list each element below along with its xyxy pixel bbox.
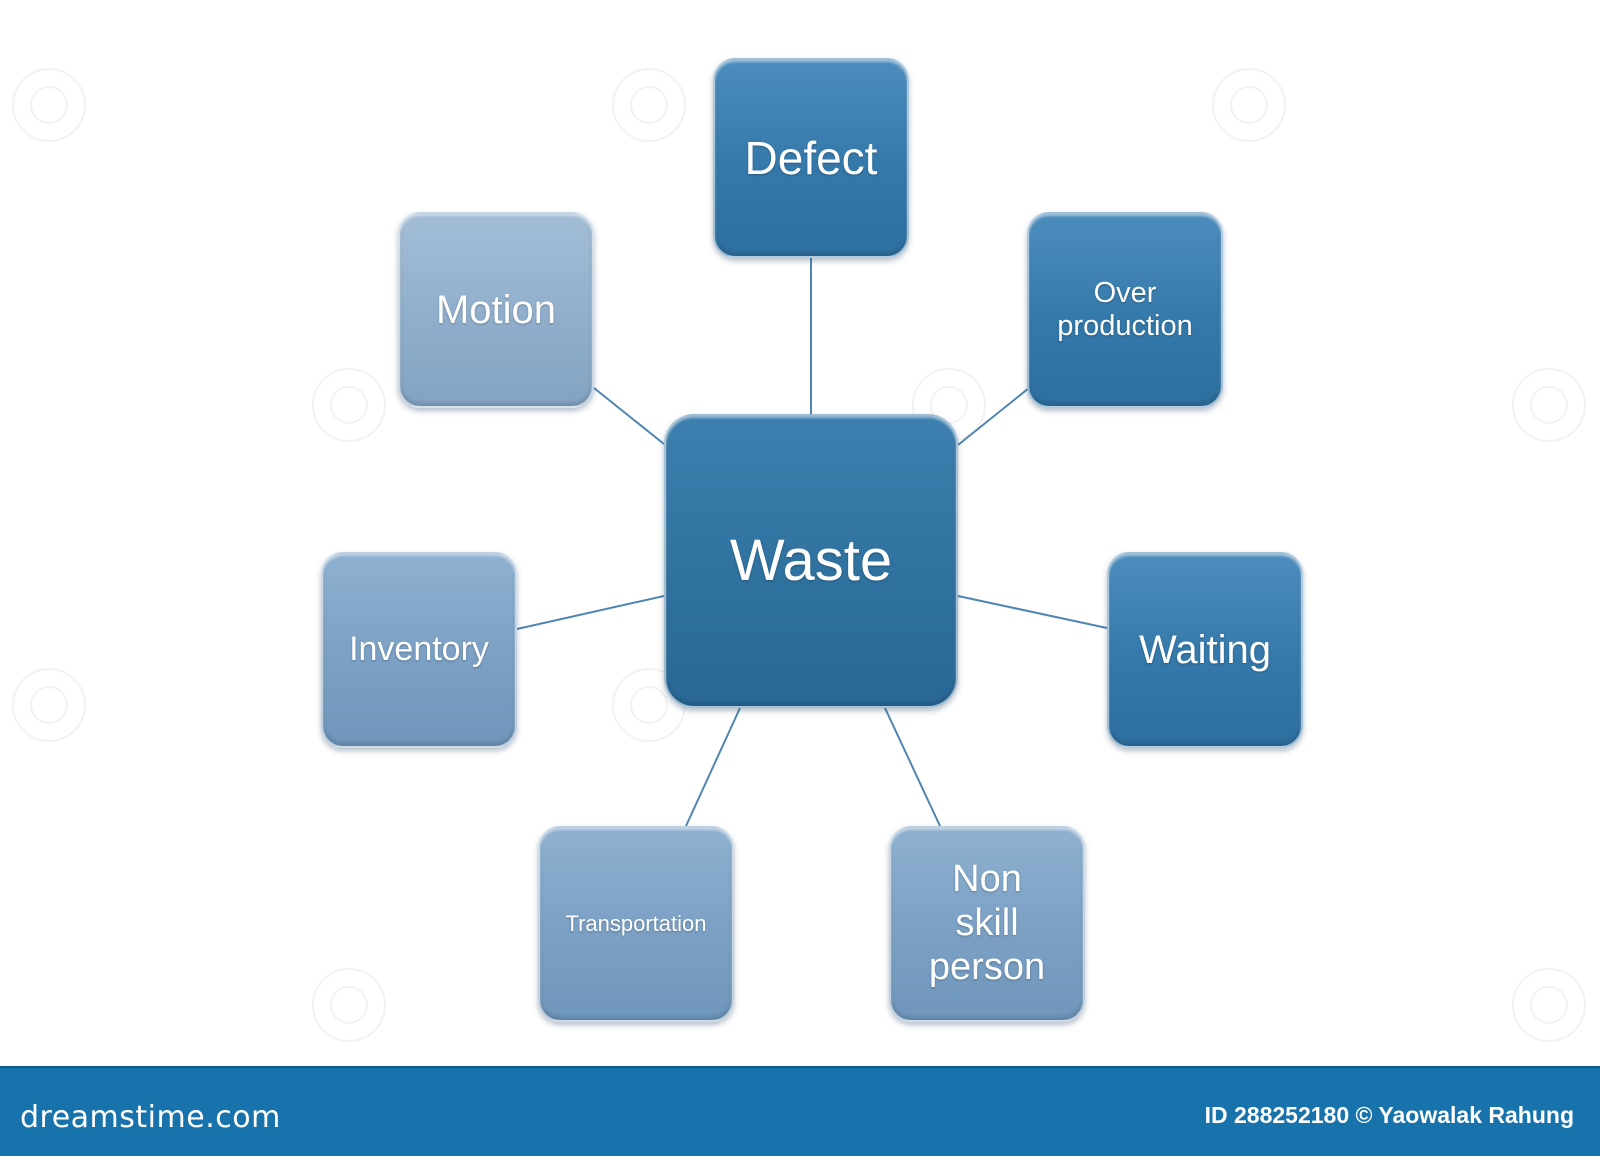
node-motion-label: Motion xyxy=(435,288,557,332)
watermark-icon xyxy=(1512,368,1586,442)
node-non-skill-person-label: Non skill person xyxy=(928,858,1046,988)
node-waiting-label: Waiting xyxy=(1139,628,1271,672)
node-inventory: Inventory xyxy=(321,552,517,748)
connector-lines xyxy=(516,258,1108,827)
node-transportation-label: Transportation xyxy=(565,911,707,937)
watermark-icon xyxy=(1512,968,1586,1042)
watermark-icon xyxy=(1212,68,1286,142)
footer-credit: ID 288252180 © Yaowalak Rahung xyxy=(1204,1102,1574,1128)
connector-motion xyxy=(593,387,665,445)
watermark-icon xyxy=(312,968,386,1042)
watermark-icon xyxy=(612,68,686,142)
node-waste: Waste xyxy=(664,414,958,708)
node-waiting: Waiting xyxy=(1107,552,1303,748)
node-motion: Motion xyxy=(398,212,594,408)
node-waste-label: Waste xyxy=(729,527,893,593)
connector-waiting xyxy=(957,595,1108,629)
diagram-canvas: Waste Defect Over production Waiting Non… xyxy=(12,58,1586,1042)
node-inventory-label: Inventory xyxy=(349,630,489,669)
footer-logo: dreamstime.com xyxy=(20,1100,281,1135)
connector-non-skill-person xyxy=(884,707,941,827)
connector-transportation xyxy=(685,707,741,827)
node-over-production-label: Over production xyxy=(1057,276,1193,342)
watermark-icon xyxy=(12,68,86,142)
watermark-icon xyxy=(312,368,386,442)
watermark-icon xyxy=(12,668,86,742)
node-transportation: Transportation xyxy=(538,826,734,1022)
connector-inventory xyxy=(516,595,665,630)
node-non-skill-person: Non skill person xyxy=(889,826,1085,1022)
node-defect: Defect xyxy=(713,58,909,258)
stock-footer-bar: dreamstime.com ID 288252180 © Yaowalak R… xyxy=(0,1066,1600,1156)
node-defect-label: Defect xyxy=(744,131,878,184)
node-over-production: Over production xyxy=(1027,212,1223,408)
